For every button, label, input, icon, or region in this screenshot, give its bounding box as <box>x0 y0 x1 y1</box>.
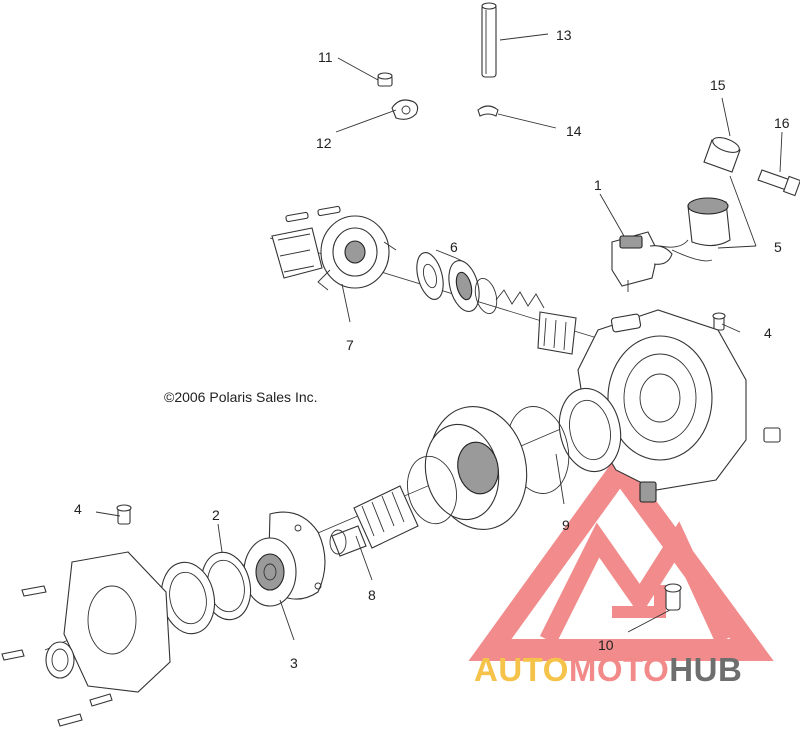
callout-labels: 1 2 3 4 4 5 6 7 8 9 10 11 12 13 14 15 16 <box>74 27 790 671</box>
spring-shaft <box>495 289 577 355</box>
callout-13: 13 <box>556 27 572 43</box>
part-15-bushing <box>703 137 741 173</box>
part-4-bolt-lower <box>116 504 132 525</box>
drum-gear <box>407 405 528 531</box>
callout-16: 16 <box>774 115 790 131</box>
part-5-reservoir <box>659 197 731 262</box>
copyright-text: ©2006 Polaris Sales Inc. <box>164 389 318 405</box>
watermark-hub: HUB <box>669 651 742 688</box>
part-4-bolt-upper <box>712 312 726 331</box>
callout-14: 14 <box>566 123 582 139</box>
part-16-bolt <box>757 169 800 197</box>
callout-5: 5 <box>774 239 782 255</box>
part-6-discs <box>416 252 498 315</box>
callout-2: 2 <box>212 507 220 523</box>
callout-8: 8 <box>368 587 376 603</box>
part-12-clamp <box>391 99 419 120</box>
callout-10: 10 <box>598 637 614 653</box>
callout-3: 3 <box>290 655 298 671</box>
part-13-rod <box>481 2 497 78</box>
callout-1: 1 <box>594 177 602 193</box>
cover-screws <box>1 585 113 727</box>
callout-4-upper: 4 <box>764 325 772 341</box>
callout-6: 6 <box>450 239 458 255</box>
front-cover <box>45 551 171 693</box>
callout-12: 12 <box>316 135 332 151</box>
callout-11: 11 <box>318 49 333 65</box>
part-14-clip <box>477 105 499 117</box>
callout-15: 15 <box>710 77 726 93</box>
part-3-hub <box>243 511 326 607</box>
watermark-auto: AUTO <box>474 651 569 688</box>
part-7-housing <box>271 205 397 291</box>
part-1-master-cylinder <box>611 231 673 292</box>
watermark-logo <box>468 451 774 661</box>
callout-7: 7 <box>346 337 354 353</box>
part-2-seal <box>160 551 252 635</box>
leader-lines <box>95 33 783 641</box>
part-8-roller-cage <box>329 485 419 557</box>
part-10-drain-bolt <box>639 481 682 611</box>
callout-4-lower: 4 <box>74 501 82 517</box>
callout-9: 9 <box>562 517 570 533</box>
part-11-bolt <box>377 72 393 87</box>
watermark-text: AUTOMOTOHUB <box>474 651 742 688</box>
watermark-moto: MOTO <box>569 651 669 688</box>
